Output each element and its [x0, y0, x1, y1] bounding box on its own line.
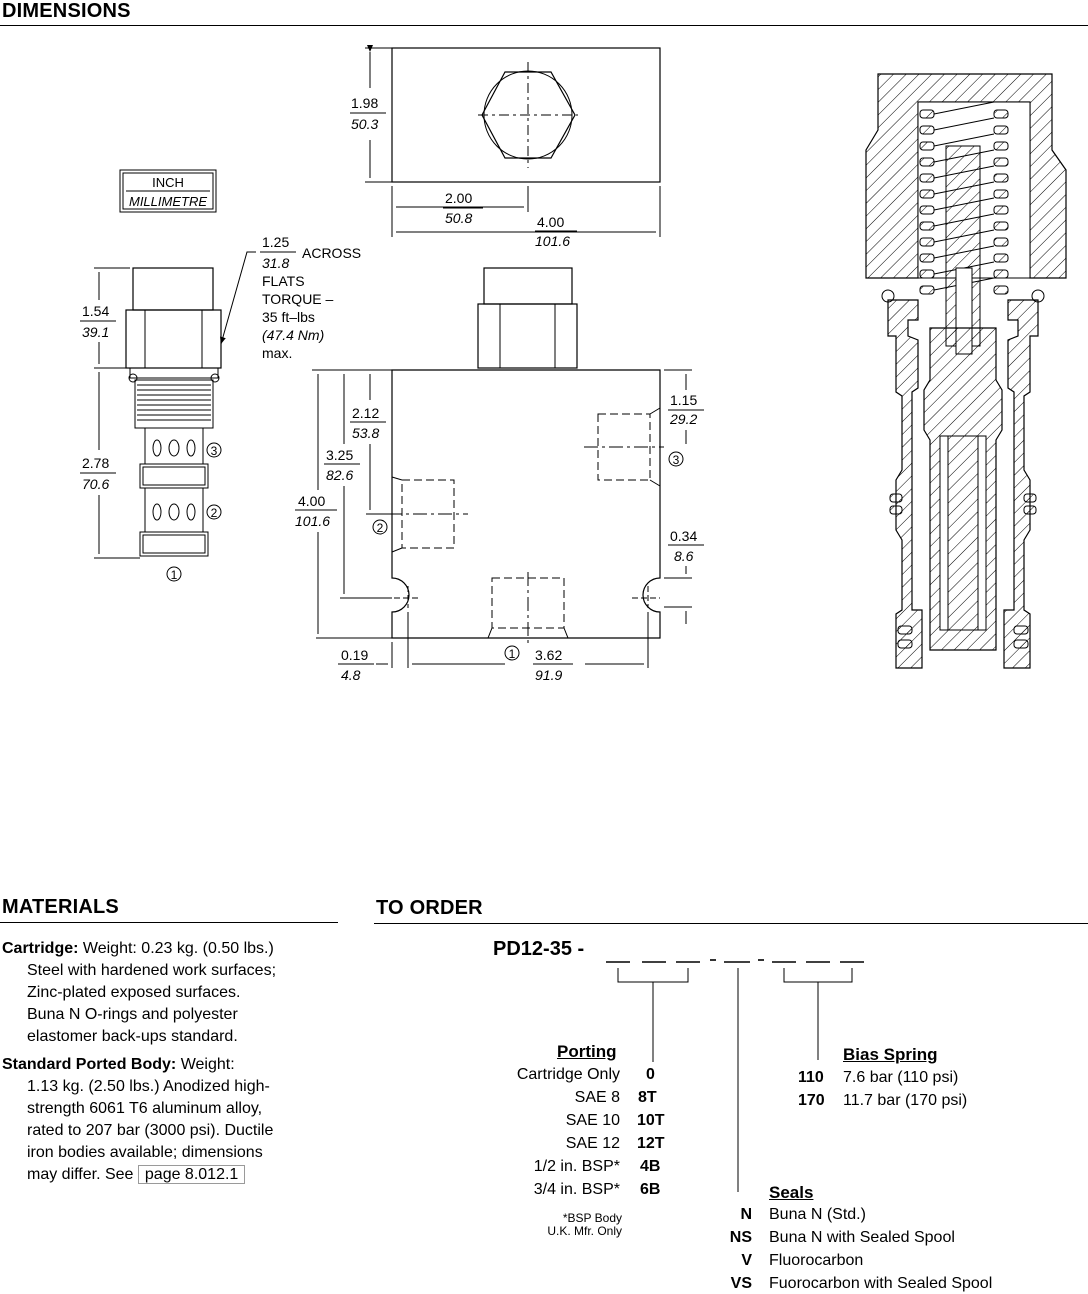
bias-label-0: 7.6 bar (110 psi)	[843, 1069, 959, 1086]
body-line-3: rated to 207 bar (3000 psi). Ductile	[27, 1122, 274, 1139]
dim-212-in: 2.12	[352, 405, 379, 421]
porting-label-1: SAE 8	[574, 1089, 620, 1106]
dim-325-mm: 82.6	[326, 467, 353, 483]
torque-ft: 35 ft–lbs	[262, 309, 315, 325]
to-order-heading: TO ORDER	[376, 897, 483, 919]
dim-325-in: 3.25	[326, 447, 353, 463]
flats-label: FLATS	[262, 273, 305, 289]
bsp-note-2: U.K. Mfr. Only	[547, 1224, 622, 1238]
top-view: 1.98 50.3 2.00 50.8 4.00 101.6	[350, 45, 661, 249]
seal-label-1: Buna N with Sealed Spool	[769, 1229, 955, 1246]
bsp-note-1: *BSP Body	[562, 1211, 622, 1225]
dim-019-in: 0.19	[341, 647, 368, 663]
porting-code-3: 12T	[637, 1135, 665, 1152]
dim-115-mm: 29.2	[669, 411, 697, 427]
page-link[interactable]: page 8.012.1	[137, 1165, 246, 1184]
cart-port-2: 2	[211, 506, 218, 520]
unit-mm: MILLIMETRE	[129, 194, 207, 209]
cartridge-line-2: Zinc-plated exposed surfaces.	[27, 984, 241, 1001]
torque-label: TORQUE –	[262, 291, 334, 307]
cart-port-3: 3	[211, 444, 218, 458]
materials-heading: MATERIALS	[2, 896, 119, 918]
body-line-5: may differ. See	[27, 1166, 134, 1183]
torque-max: max.	[262, 345, 292, 361]
cartridge-label: Cartridge:	[2, 940, 79, 957]
dim-362-in: 3.62	[535, 647, 562, 663]
cross-section	[865, 73, 1067, 669]
units-legend: INCH MILLIMETRE	[119, 169, 217, 213]
dim-034-in: 0.34	[670, 528, 697, 544]
porting-label-4: 1/2 in. BSP*	[533, 1158, 620, 1175]
porting-code-0: 0	[646, 1066, 655, 1083]
dimensions-heading: DIMENSIONS	[2, 0, 131, 22]
cartridge-line-4: elastomer back-ups standard.	[27, 1028, 238, 1045]
flats-across: ACROSS	[302, 245, 361, 261]
porting-title: Porting	[557, 1042, 617, 1061]
top-width-in: 4.00	[537, 214, 564, 230]
cart-upper-mm: 39.1	[82, 324, 109, 340]
cart-upper-in: 1.54	[82, 303, 109, 319]
body-port-2: 2	[377, 521, 384, 535]
dimension-drawing: INCH MILLIMETRE 1.98 50.3 2.00 50.8 4.00…	[80, 45, 1067, 683]
body-port-3: 3	[673, 453, 680, 467]
order-code-tree	[606, 959, 864, 1192]
cartridge-view: 1 2 3 1.54 39.1 2.78 70.6 1.25 ACROSS 31…	[80, 234, 361, 582]
body-port-1: 1	[509, 647, 516, 661]
seal-label-3: Fuorocarbon with Sealed Spool	[769, 1275, 993, 1292]
body-view: 2 3 1 2.12 53.8 3.25 82.6 4.00 101.6	[295, 267, 704, 683]
to-order-rule	[374, 923, 1088, 924]
dim-034-mm: 8.6	[674, 548, 694, 564]
cartridge-line-1: Steel with hardened work surfaces;	[27, 962, 277, 979]
top-width-mm: 101.6	[535, 233, 570, 249]
flats-in: 1.25	[262, 234, 289, 250]
dim-019-mm: 4.8	[341, 667, 361, 683]
seal-code-2: V	[741, 1252, 752, 1269]
porting-code-1: 8T	[638, 1089, 657, 1106]
dim-400-in: 4.00	[298, 493, 325, 509]
porting-label-5: 3/4 in. BSP*	[533, 1181, 620, 1198]
dim-212-mm: 53.8	[352, 425, 379, 441]
top-height-in: 1.98	[351, 95, 378, 111]
porting-code-5: 6B	[640, 1181, 661, 1198]
dim-115-in: 1.15	[670, 392, 697, 408]
materials-rule	[0, 922, 338, 923]
bias-code-0: 110	[798, 1069, 824, 1086]
seal-code-3: VS	[730, 1275, 752, 1292]
cart-port-1: 1	[171, 568, 178, 582]
seals-title: Seals	[769, 1183, 814, 1202]
porting-code-2: 10T	[637, 1112, 665, 1129]
model-code: PD12-35 -	[493, 938, 585, 960]
body-line-0: Weight:	[180, 1056, 235, 1073]
porting-label-3: SAE 12	[565, 1135, 620, 1152]
unit-inch: INCH	[152, 175, 184, 190]
seal-label-2: Fluorocarbon	[769, 1252, 864, 1269]
dimensions-rule	[0, 25, 1088, 26]
torque-nm: (47.4 Nm)	[262, 327, 324, 343]
dim-400-mm: 101.6	[295, 513, 330, 529]
cartridge-line-0: Weight: 0.23 kg. (0.50 lbs.)	[82, 940, 274, 957]
flats-mm: 31.8	[262, 255, 289, 271]
body-line-1: 1.13 kg. (2.50 lbs.) Anodized high-	[27, 1078, 270, 1095]
seal-code-1: NS	[729, 1229, 752, 1246]
bsp-note: *BSP Body U.K. Mfr. Only	[480, 1212, 622, 1238]
body-label: Standard Ported Body:	[2, 1056, 177, 1073]
materials-text: Cartridge: Weight: 0.23 kg. (0.50 lbs.) …	[2, 938, 342, 1186]
porting-label-0: Cartridge Only	[516, 1066, 620, 1083]
cart-lower-in: 2.78	[82, 455, 109, 471]
porting-label-2: SAE 10	[565, 1112, 620, 1129]
cart-lower-mm: 70.6	[82, 476, 109, 492]
body-line-4: iron bodies available; dimensions	[27, 1144, 263, 1161]
dim-362-mm: 91.9	[535, 667, 562, 683]
cartridge-line-3: Buna N O-rings and polyester	[27, 1006, 238, 1023]
body-line-2: strength 6061 T6 aluminum alloy,	[27, 1100, 263, 1117]
top-half-in: 2.00	[445, 190, 472, 206]
bias-code-1: 170	[798, 1092, 825, 1109]
top-half-mm: 50.8	[445, 210, 472, 226]
porting-code-4: 4B	[640, 1158, 661, 1175]
bias-label-1: 11.7 bar (170 psi)	[843, 1092, 968, 1109]
seal-label-0: Buna N (Std.)	[769, 1206, 866, 1223]
top-height-mm: 50.3	[351, 116, 378, 132]
bias-title: Bias Spring	[843, 1045, 938, 1064]
seal-code-0: N	[740, 1206, 752, 1223]
